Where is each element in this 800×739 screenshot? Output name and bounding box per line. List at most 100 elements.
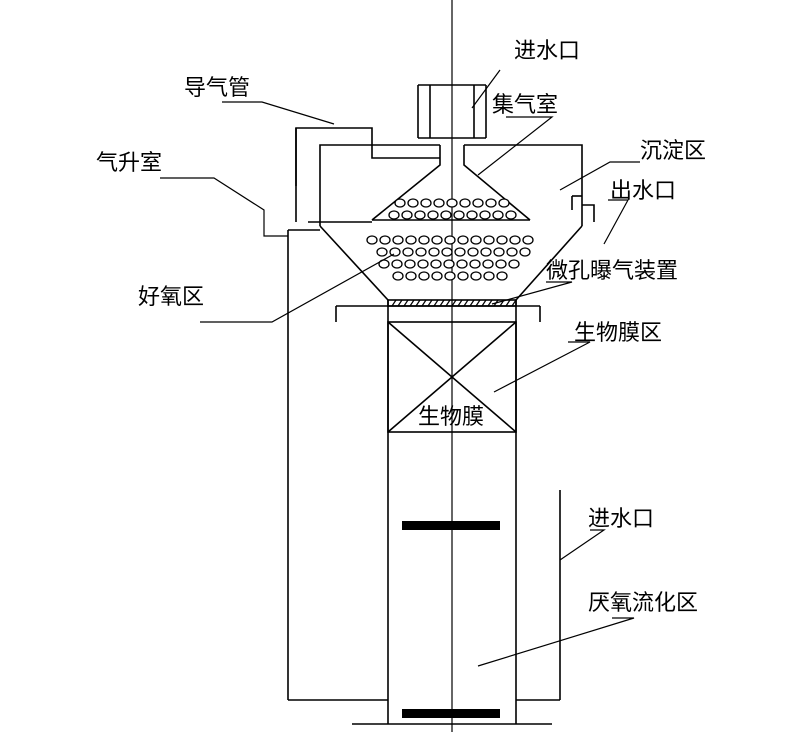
bubble [389,247,401,257]
aerator-hatch-line [427,299,433,307]
bubble [418,235,430,245]
bubble [509,235,521,245]
aerator-hatch-line [481,299,487,307]
bubble [404,259,416,269]
bubble [493,247,505,257]
bubble [459,198,471,208]
bubble [401,210,413,220]
bubble [414,210,426,220]
aerator-hatch-line [433,299,439,307]
bubble [418,271,430,281]
bubble [498,198,510,208]
leader-lines [160,69,640,667]
gas-guide-pipe [295,127,440,223]
distributor-bar-lower [402,709,500,718]
bubble [443,259,455,269]
bubble [415,247,427,257]
bubble [392,271,404,281]
distributor-bar-upper [402,521,500,530]
bubble [506,247,518,257]
bubble [392,235,404,245]
bubble [495,259,507,269]
bubble [394,198,406,208]
bubble [483,235,495,245]
bubble [420,198,432,208]
bubble [466,210,478,220]
bubble [446,198,458,208]
bubble [431,271,443,281]
bubble [405,271,417,281]
bubble [467,247,479,257]
bubble [430,259,442,269]
label-biofilm: 生物膜 [418,405,484,430]
label-gas-pipe: 导气管 [184,76,250,101]
aerator-hatch-line [403,299,409,307]
aerator-hatch-line [487,299,493,307]
gas-collection-cone [371,145,531,221]
bubble [472,198,484,208]
bubble [428,247,440,257]
bubble [508,259,520,269]
bubble [479,210,491,220]
bubble [441,247,453,257]
bubble [480,247,492,257]
bubble [496,235,508,245]
bubble [405,235,417,245]
label-anaerobic: 厌氧流化区 [588,591,698,616]
bubble [427,210,439,220]
aerator-hatch-line [421,299,427,307]
aerator-hatch-line [505,299,511,307]
aerator-hatch-line [397,299,403,307]
bubble [522,235,534,245]
side-inlet-pipe [516,490,561,701]
bubble [402,247,414,257]
aerator-hatch-line [439,299,445,307]
top-inlet-pipe [417,84,487,139]
bubble [433,198,445,208]
bubble [431,235,443,245]
label-aerobic: 好氧区 [138,285,204,310]
bubble [417,259,429,269]
label-outlet: 出水口 [610,179,676,204]
aerator-hatch-line [511,299,517,307]
microporous-aerator [387,299,517,307]
bubble [482,259,494,269]
bubble [453,210,465,220]
gas-lift-chamber [287,229,388,701]
bubble [492,210,504,220]
bubble [470,271,482,281]
label-gas-collect: 集气室 [492,93,558,118]
aerator-hatch-line [469,299,475,307]
bubble [469,259,481,269]
bubble [505,210,517,220]
bubble [519,247,531,257]
settling-vessel [319,144,583,306]
label-gas-lift: 气升室 [96,151,162,176]
label-inlet-top: 进水口 [514,39,580,64]
bubble [407,198,419,208]
label-inlet-side: 进水口 [588,507,654,532]
label-settling: 沉淀区 [640,139,706,164]
bubble [444,271,456,281]
aerator-hatch-line [409,299,415,307]
bubble [470,235,482,245]
bubble [454,247,466,257]
aerator-hatch-line [463,299,469,307]
bubble [379,235,391,245]
aerator-hatch-line [451,299,457,307]
bubble [496,271,508,281]
bubble [457,271,469,281]
bubble [391,259,403,269]
bubble [456,259,468,269]
bubble [376,247,388,257]
aerator-hatch-line [415,299,421,307]
aerator-hatch-line [457,299,463,307]
outlet-pipe [571,195,595,222]
aerobic-bubbles [366,198,534,281]
bubble [444,235,456,245]
bubble [483,271,495,281]
label-aerator: 微孔曝气装置 [546,259,678,284]
aerator-hatch-line [475,299,481,307]
bubble [485,198,497,208]
